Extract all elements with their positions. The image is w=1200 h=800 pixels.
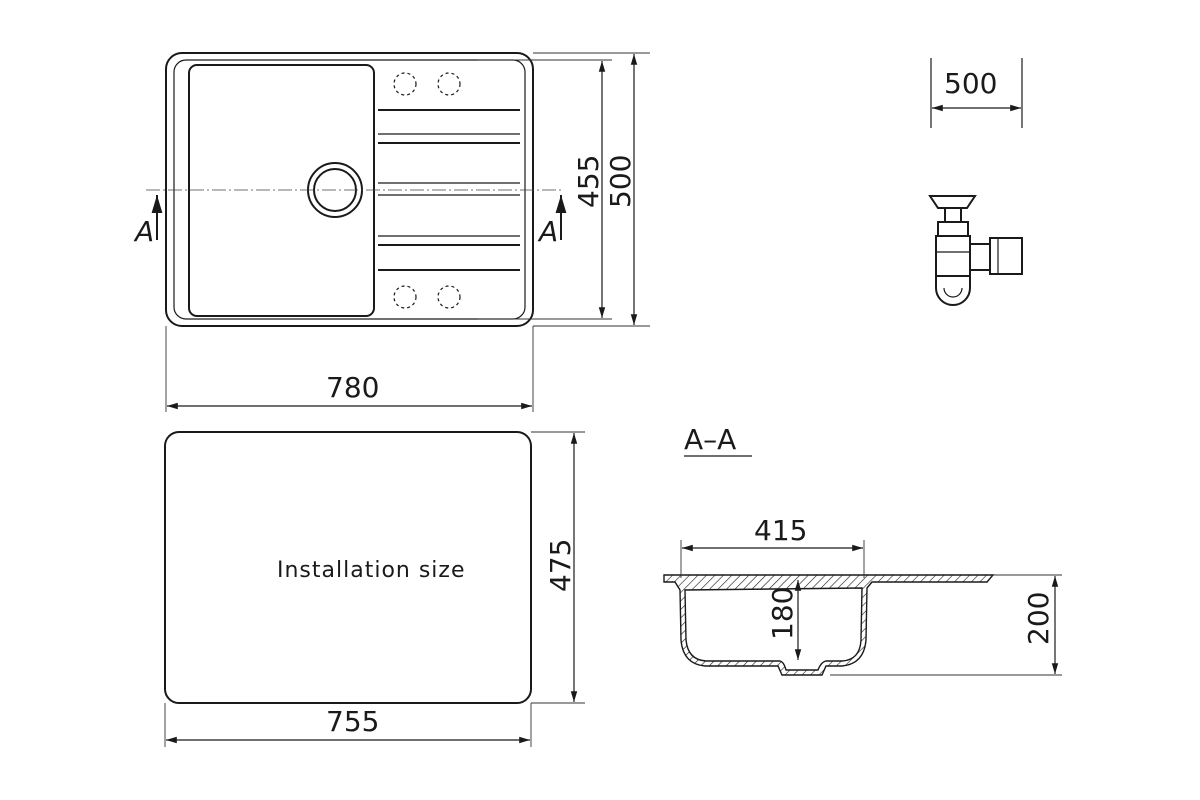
sink-rim-outline — [173, 59, 526, 320]
dim-label-200: 200 — [1022, 592, 1055, 645]
dim-label-475: 475 — [544, 539, 577, 592]
tap-hole-icon — [393, 285, 417, 309]
tap-hole-icon — [437, 72, 461, 96]
tap-hole-icon — [393, 72, 417, 96]
section-title: A–A — [684, 423, 736, 456]
sink-top-view: A A — [133, 52, 567, 327]
section-marker-right: A — [537, 215, 558, 248]
dim-label-780: 780 — [326, 371, 379, 404]
section-profile — [663, 574, 995, 676]
cutout-outline — [164, 431, 532, 704]
tap-hole-knockouts — [393, 72, 461, 309]
installation-size-label: Installation size — [277, 558, 466, 583]
sink-bowl — [188, 64, 375, 317]
dim-label-cabinet: 500 — [944, 67, 997, 100]
sink-outer-outline — [165, 52, 534, 327]
tap-hole-icon — [437, 285, 461, 309]
dim-label-455: 455 — [572, 155, 605, 208]
dim-label-415: 415 — [754, 514, 807, 547]
top-view-dimensions: 455 500 780 — [165, 52, 650, 412]
section-marker-left: A — [133, 215, 154, 248]
dim-label-500: 500 — [604, 155, 637, 208]
drainer-grooves — [378, 109, 520, 271]
dim-label-755: 755 — [326, 705, 379, 738]
dim-label-180: 180 — [766, 587, 799, 640]
installation-cutout: Installation size 475 755 — [164, 431, 585, 747]
siphon-icon — [928, 195, 1023, 306]
section-view: A–A 415 180 200 — [663, 423, 1062, 676]
cabinet-width-indicator: 500 — [930, 58, 1023, 128]
